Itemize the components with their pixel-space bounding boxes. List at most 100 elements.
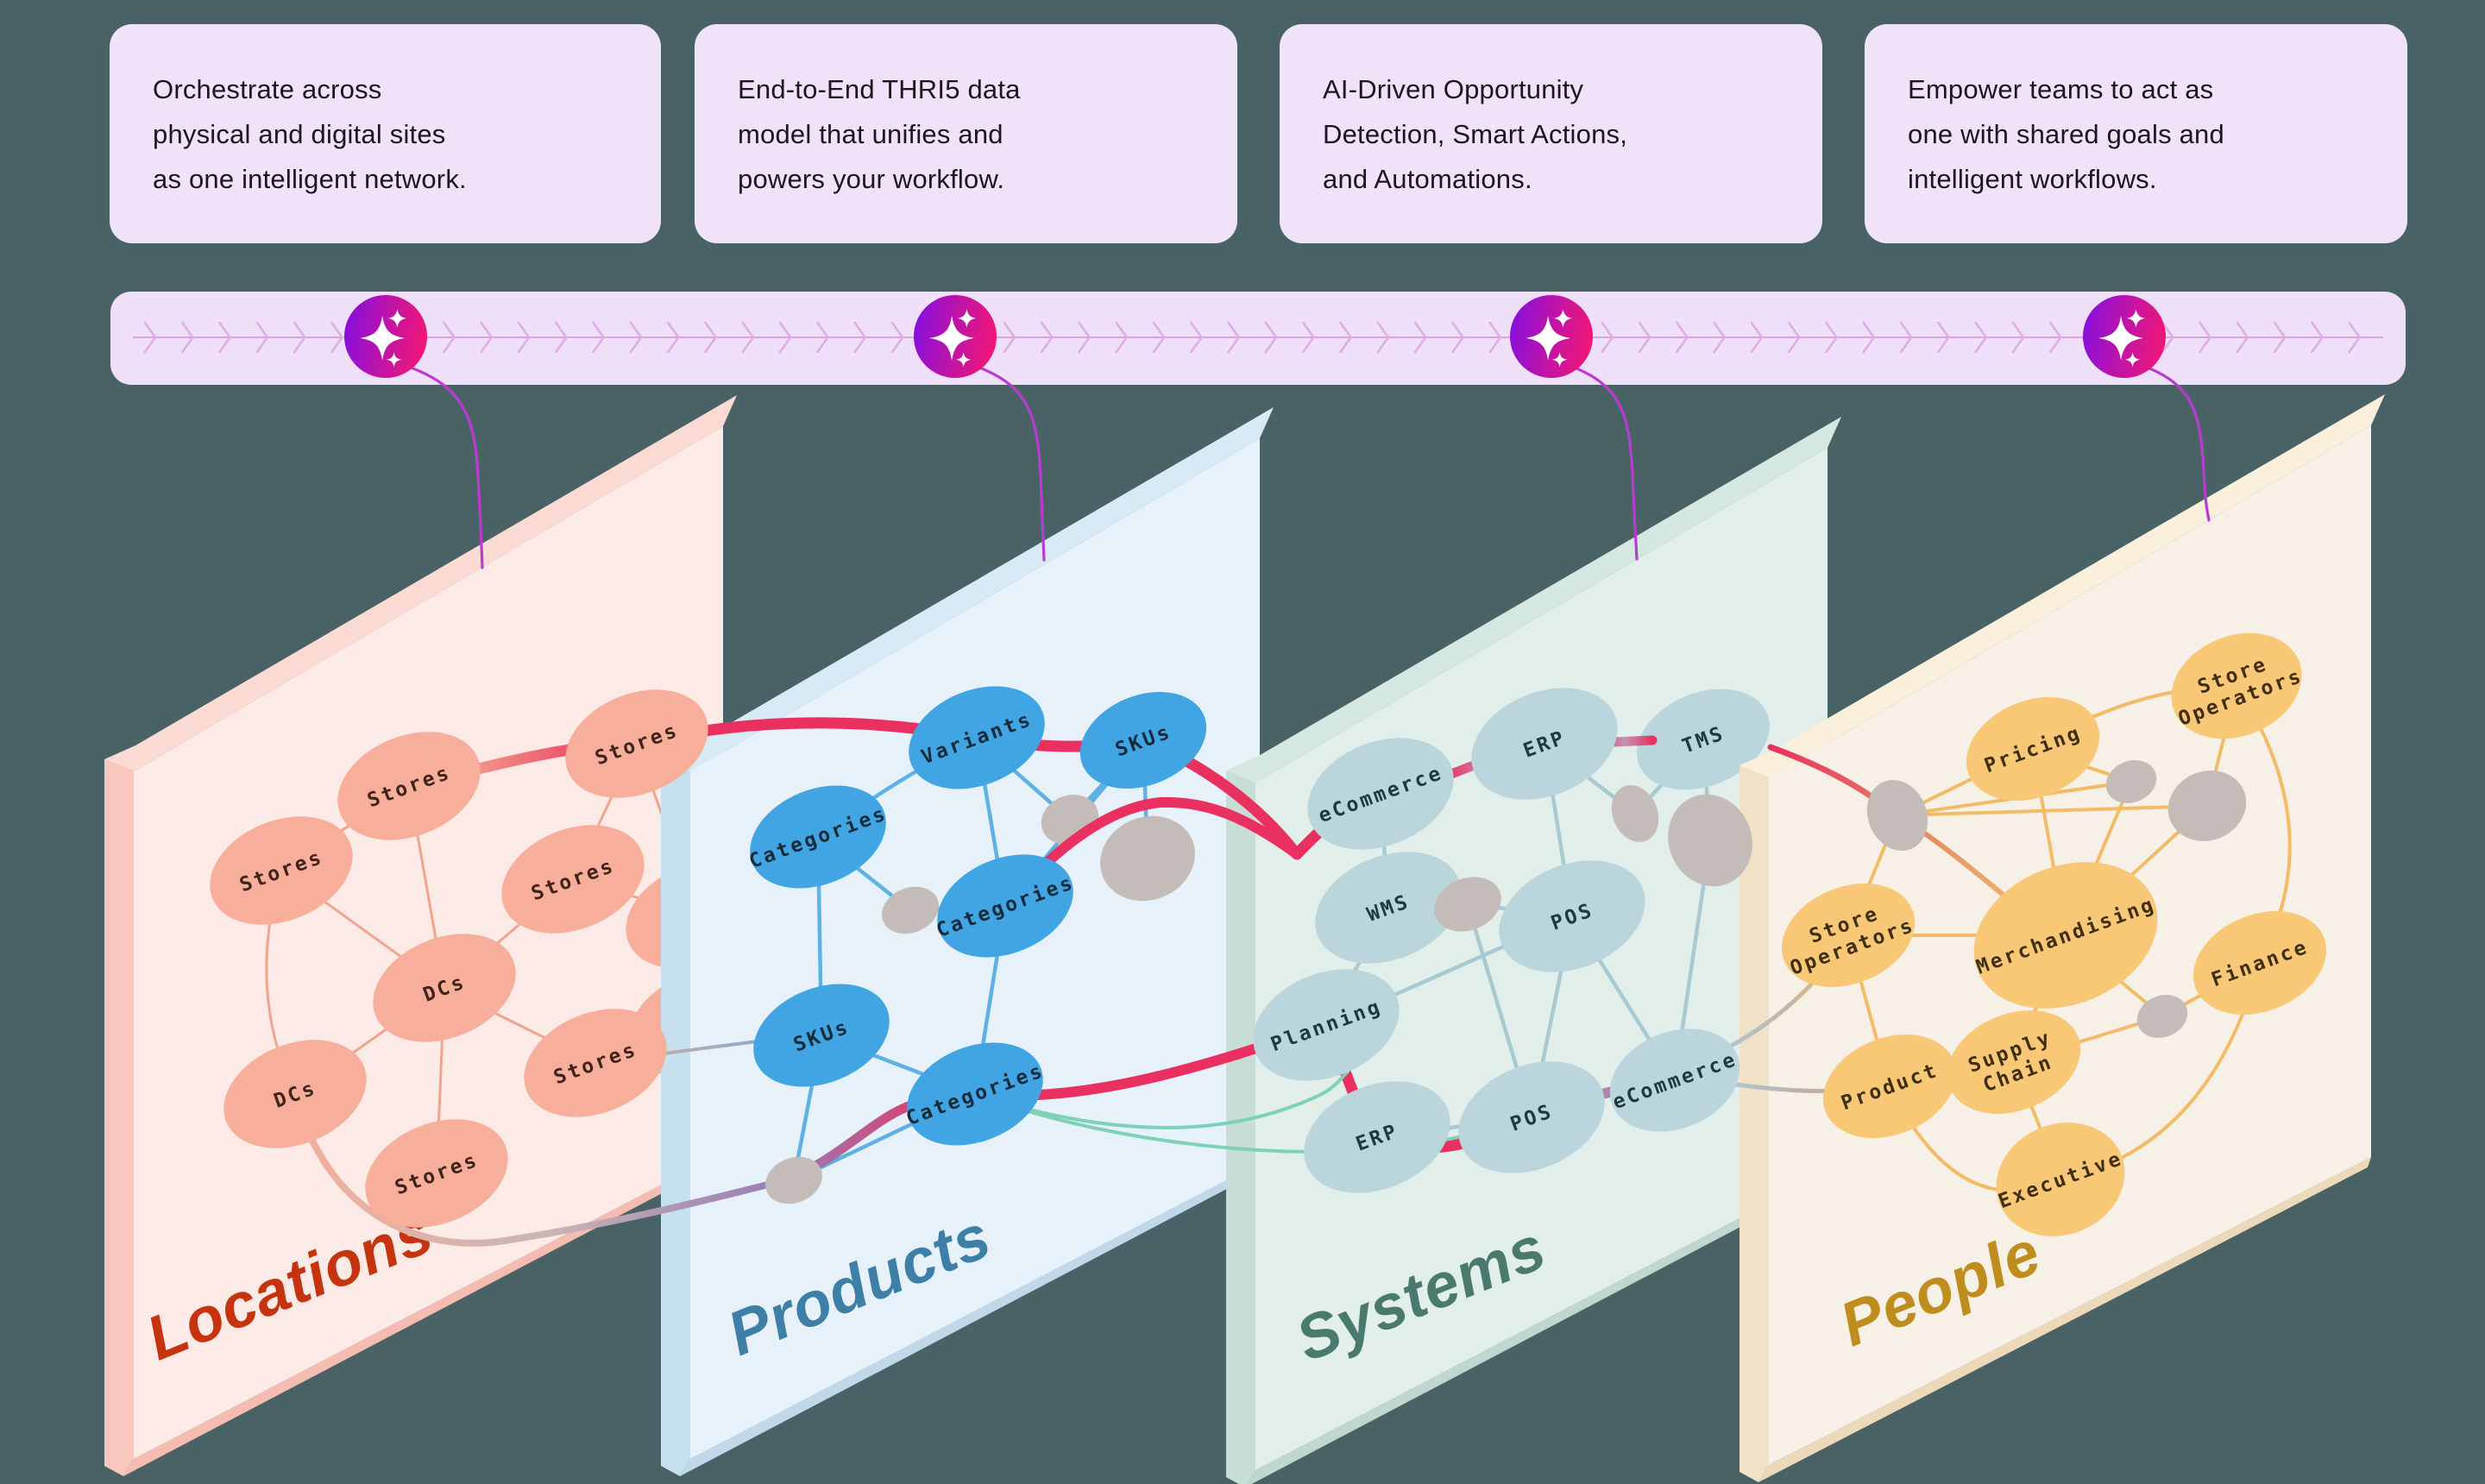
locations-node-dcs bbox=[373, 934, 516, 1042]
people-node-merchandising-label: Merchandising bbox=[1973, 893, 2159, 978]
products-edge bbox=[819, 1033, 978, 1097]
locations-node-stores bbox=[210, 816, 353, 925]
locations-connector-node bbox=[629, 968, 772, 1077]
products-connector-node bbox=[882, 886, 939, 934]
chevron-arrow-icon bbox=[1413, 321, 1427, 354]
link-stores-to-skus bbox=[594, 1032, 823, 1065]
chevron-arrow-icon bbox=[1115, 321, 1129, 354]
products-node-categories-label: Categories bbox=[746, 802, 890, 873]
people-node-product-label: Product bbox=[1838, 1060, 1941, 1116]
locations-edge bbox=[635, 742, 699, 916]
products-board-side-edge bbox=[661, 759, 690, 1476]
chevron-arrow-icon bbox=[1974, 321, 1987, 354]
products-edge bbox=[974, 735, 1008, 909]
chevron-arrow-icon bbox=[853, 321, 866, 354]
products-node-variants-label: Variants bbox=[919, 708, 1036, 770]
people-edge bbox=[2031, 747, 2067, 937]
locations-node-stores-label: Stores bbox=[392, 1148, 481, 1199]
ribbon-ecom-to-erp bbox=[1438, 749, 1510, 783]
systems-edge bbox=[1633, 737, 1706, 816]
ribbon-arrow-tail bbox=[1291, 789, 1378, 860]
people-edge bbox=[1896, 747, 2035, 817]
products-edge bbox=[791, 1091, 978, 1183]
locations-edge bbox=[407, 784, 446, 990]
people-connector-node bbox=[2167, 770, 2247, 841]
chevron-arrow-icon bbox=[1078, 321, 1091, 354]
systems-node-pos bbox=[1458, 1061, 1605, 1173]
systems-edge bbox=[1570, 914, 1677, 1083]
locations-node-stores-label: Stores bbox=[364, 761, 454, 812]
products-connector-node bbox=[765, 1156, 822, 1204]
products-node-skus bbox=[753, 984, 890, 1087]
chevron-arrow-icon bbox=[1190, 321, 1203, 354]
locations-nodes: StoresStoresStoresStoresDCsDCsStoresStor… bbox=[210, 689, 708, 1228]
chevron-arrow-icon bbox=[1152, 321, 1166, 354]
chevron-arrow-icon bbox=[1003, 321, 1016, 354]
systems-node-tms bbox=[1637, 689, 1770, 790]
systems-edge bbox=[1465, 902, 1575, 919]
chevron-arrow-icon bbox=[1339, 321, 1352, 354]
ribbon-categories-strand bbox=[1000, 796, 1301, 911]
systems-connector-node bbox=[1668, 794, 1752, 887]
products-node-categories bbox=[937, 854, 1073, 958]
dropline-1 bbox=[393, 361, 484, 569]
systems-connector-node bbox=[1611, 785, 1659, 842]
systems-node-ecommerce bbox=[1307, 738, 1454, 850]
people-node-product bbox=[1822, 1034, 1957, 1138]
chevron-arrow-icon bbox=[1376, 321, 1390, 354]
locations-edge bbox=[265, 869, 297, 1096]
chevron-arrow-icon bbox=[2161, 321, 2174, 354]
products-board-face bbox=[690, 438, 1260, 1459]
people-edge bbox=[2064, 804, 2209, 937]
people-node-pricing bbox=[1966, 697, 2100, 801]
products-node-skus bbox=[1079, 692, 1207, 789]
info-card-data-model: End-to-End THRI5 data model that unifies… bbox=[695, 24, 1237, 243]
link-ecommerce-to-store-operators bbox=[1719, 940, 1849, 1053]
systems-edge bbox=[1378, 791, 1391, 910]
systems-node-pos-label: POS bbox=[1548, 899, 1596, 935]
chevron-arrow-icon bbox=[816, 321, 829, 354]
chevron-arrow-icon bbox=[1750, 321, 1764, 354]
chevron-arrow-icon bbox=[1264, 321, 1278, 354]
systems-edge bbox=[1386, 902, 1470, 910]
locations-node-stores bbox=[565, 689, 708, 798]
people-node-merchandising bbox=[1973, 862, 2158, 1009]
people-edge bbox=[2064, 934, 2164, 1018]
chevron-arrow-icon bbox=[2049, 321, 2062, 354]
locations-node-stores-label: Stores bbox=[528, 854, 618, 905]
people-node-finance bbox=[2192, 911, 2327, 1015]
systems-board-side-edge bbox=[1226, 770, 1255, 1484]
chevron-arrow-icon bbox=[1825, 321, 1838, 354]
people-node-pricing-label: Pricing bbox=[1981, 722, 2085, 778]
people-edge bbox=[2059, 961, 2262, 1181]
people-connector-node bbox=[2136, 995, 2188, 1038]
products-edge bbox=[972, 903, 1008, 1097]
systems-node-ecommerce-label: eCommerce bbox=[1610, 1048, 1740, 1114]
chevron-arrow-icon bbox=[1638, 321, 1651, 354]
systems-node-ecommerce bbox=[1609, 1028, 1740, 1132]
chevron-arrow-icon bbox=[1302, 321, 1315, 354]
locations-board-top-edge bbox=[104, 395, 737, 771]
chevron-arrow-icon bbox=[778, 321, 792, 354]
people-edge bbox=[2161, 961, 2262, 1018]
ribbon-to-merchandising bbox=[1895, 813, 2032, 919]
people-title: People bbox=[1831, 1217, 2050, 1360]
locations-board-face bbox=[134, 426, 723, 1459]
chevron-arrow-icon bbox=[1451, 321, 1464, 354]
sparkle-badge-2 bbox=[914, 295, 997, 378]
products-edge bbox=[1067, 738, 1146, 822]
dropline-2 bbox=[963, 361, 1046, 562]
people-edge bbox=[1846, 934, 1891, 1088]
people-edge bbox=[1888, 1060, 2016, 1088]
products-board-top-edge bbox=[661, 407, 1274, 771]
chevron-arrow-icon bbox=[1899, 321, 1913, 354]
products-node-skus-label: SKUs bbox=[790, 1016, 852, 1056]
systems-edge bbox=[1324, 914, 1575, 1028]
systems-node-erp bbox=[1471, 688, 1618, 800]
panel-products: Products bbox=[661, 407, 1274, 1476]
products-edge bbox=[815, 735, 979, 839]
systems-edge bbox=[1542, 741, 1638, 816]
systems-edge bbox=[1324, 905, 1391, 1028]
